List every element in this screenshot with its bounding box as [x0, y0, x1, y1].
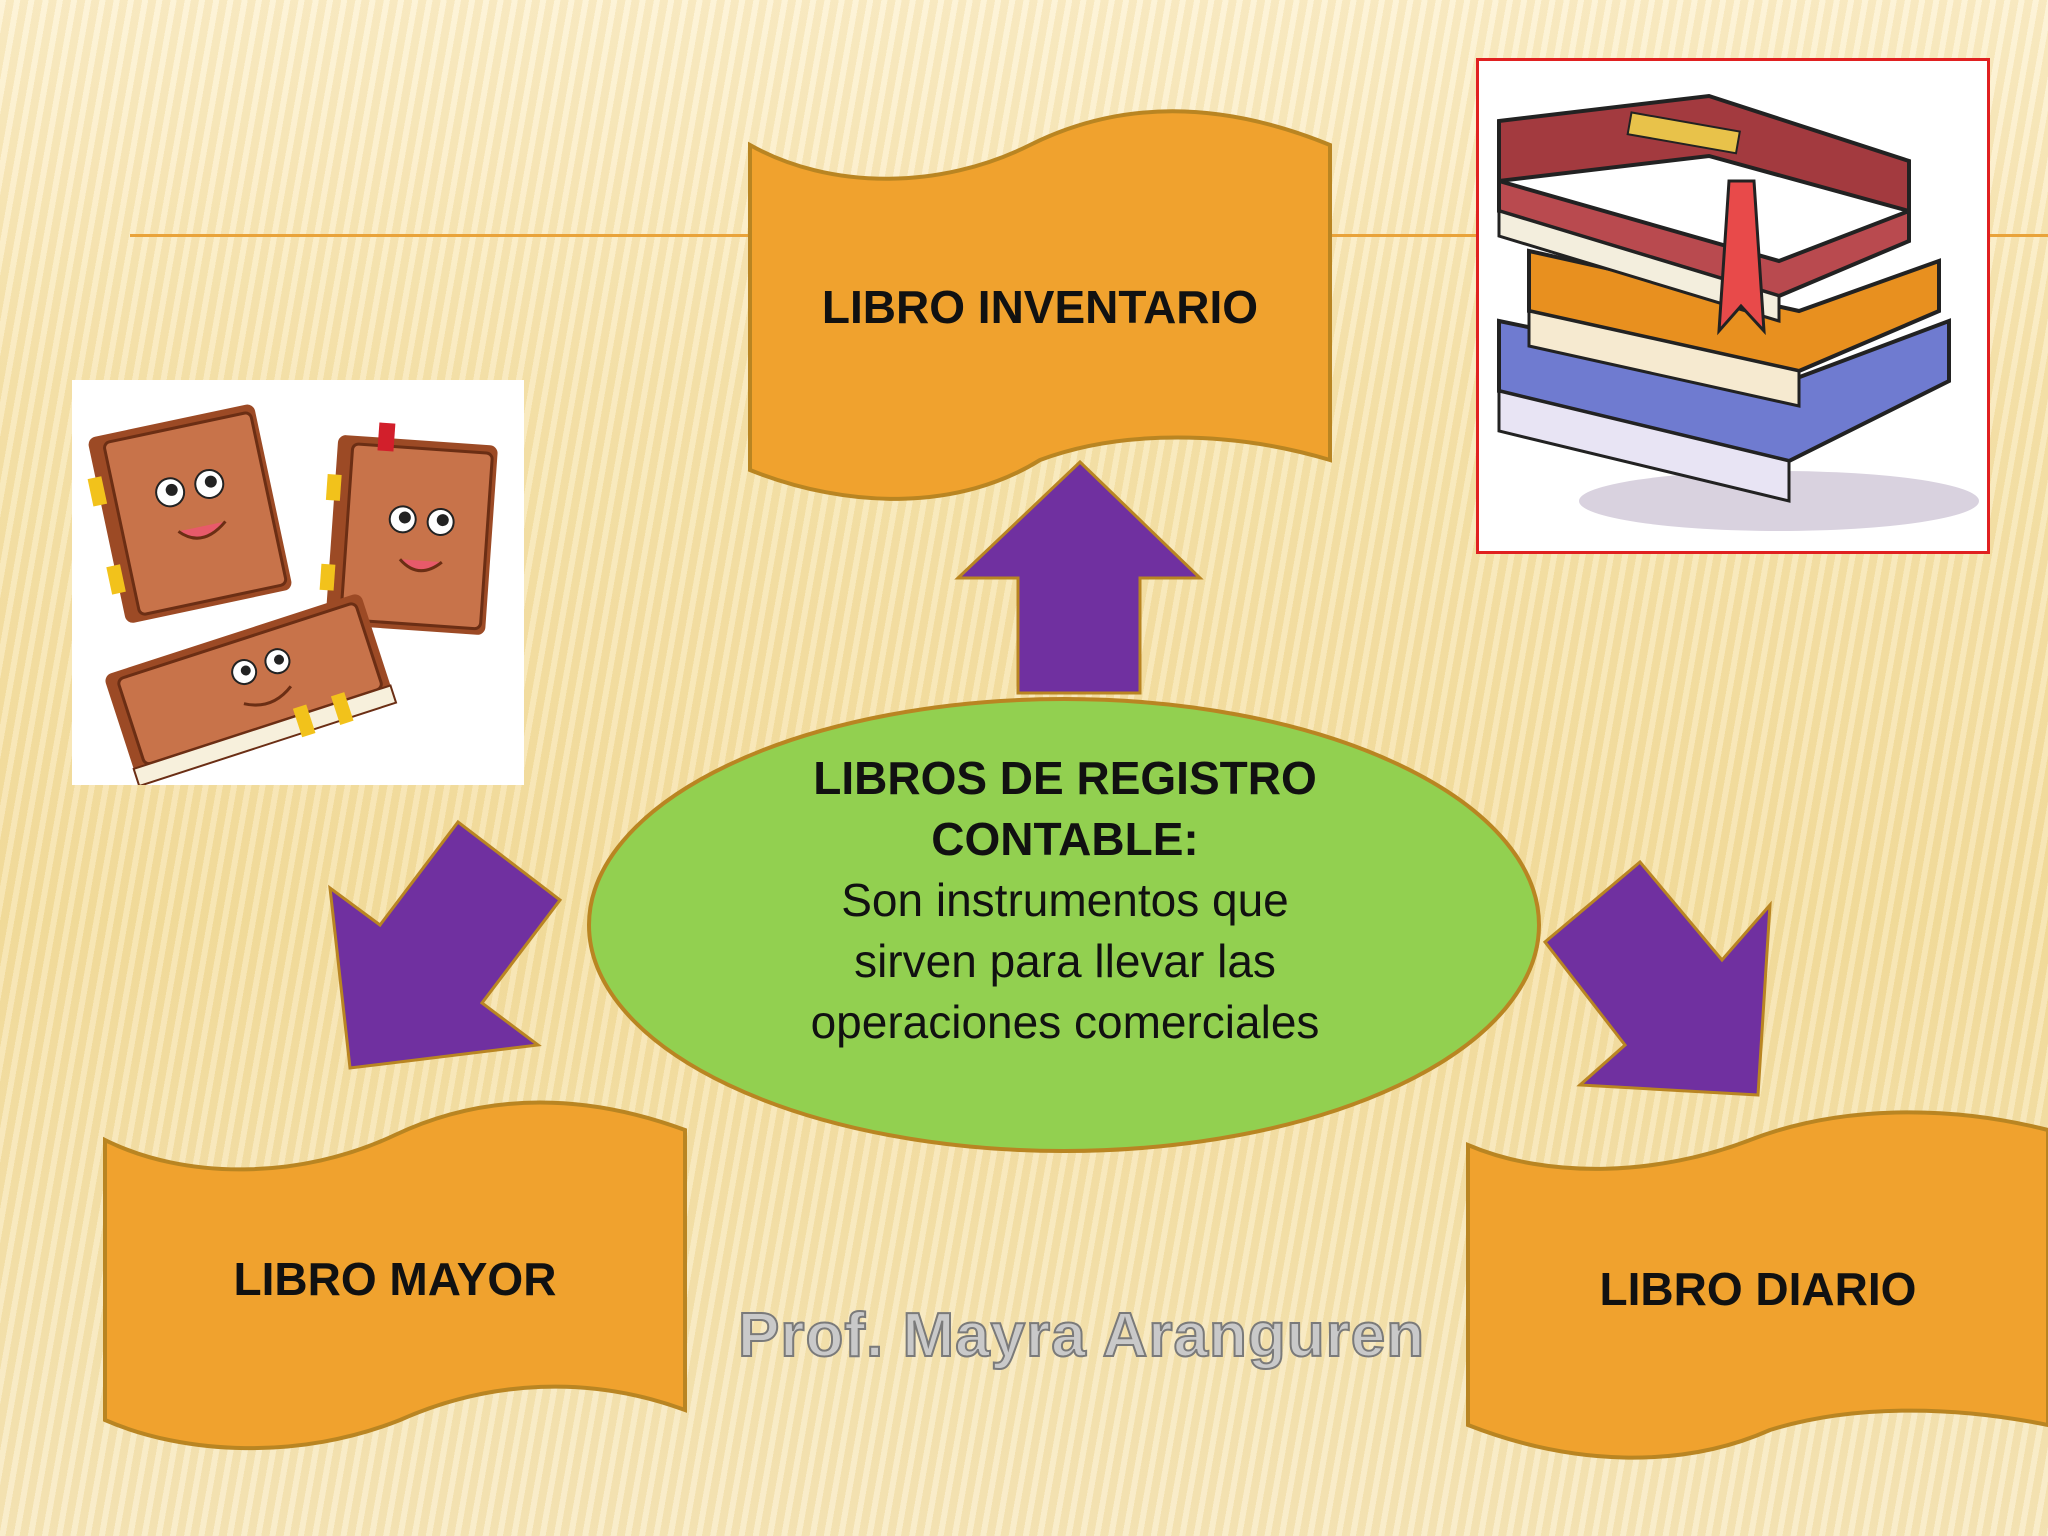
box-label-inventario: LIBRO INVENTARIO — [821, 281, 1259, 333]
box-label-diario: LIBRO DIARIO — [1599, 1263, 1917, 1315]
book-stack-icon — [1476, 58, 1990, 554]
center-title-line1: LIBROS DE REGISTRO — [813, 752, 1317, 804]
center-body-line2: sirven para llevar las — [854, 935, 1276, 987]
banner-top — [748, 109, 1332, 501]
author-watermark: Prof. Mayra Aranguren — [737, 1300, 1426, 1371]
banner-left — [103, 1100, 687, 1451]
center-title-line2: CONTABLE: — [931, 813, 1199, 865]
center-description: LIBROS DE REGISTRO CONTABLE: Son instrum… — [660, 748, 1470, 1053]
center-body-line1: Son instrumentos que — [841, 874, 1289, 926]
banner-right — [1466, 1110, 2048, 1460]
arrow-up — [954, 459, 1204, 695]
center-ellipse — [587, 697, 1541, 1153]
cartoon-books-icon — [72, 380, 524, 785]
box-label-mayor: LIBRO MAYOR — [233, 1253, 557, 1305]
arrow-down-left — [328, 819, 563, 1070]
arrow-down-right — [1542, 859, 1772, 1097]
center-body-line3: operaciones comerciales — [810, 996, 1320, 1048]
